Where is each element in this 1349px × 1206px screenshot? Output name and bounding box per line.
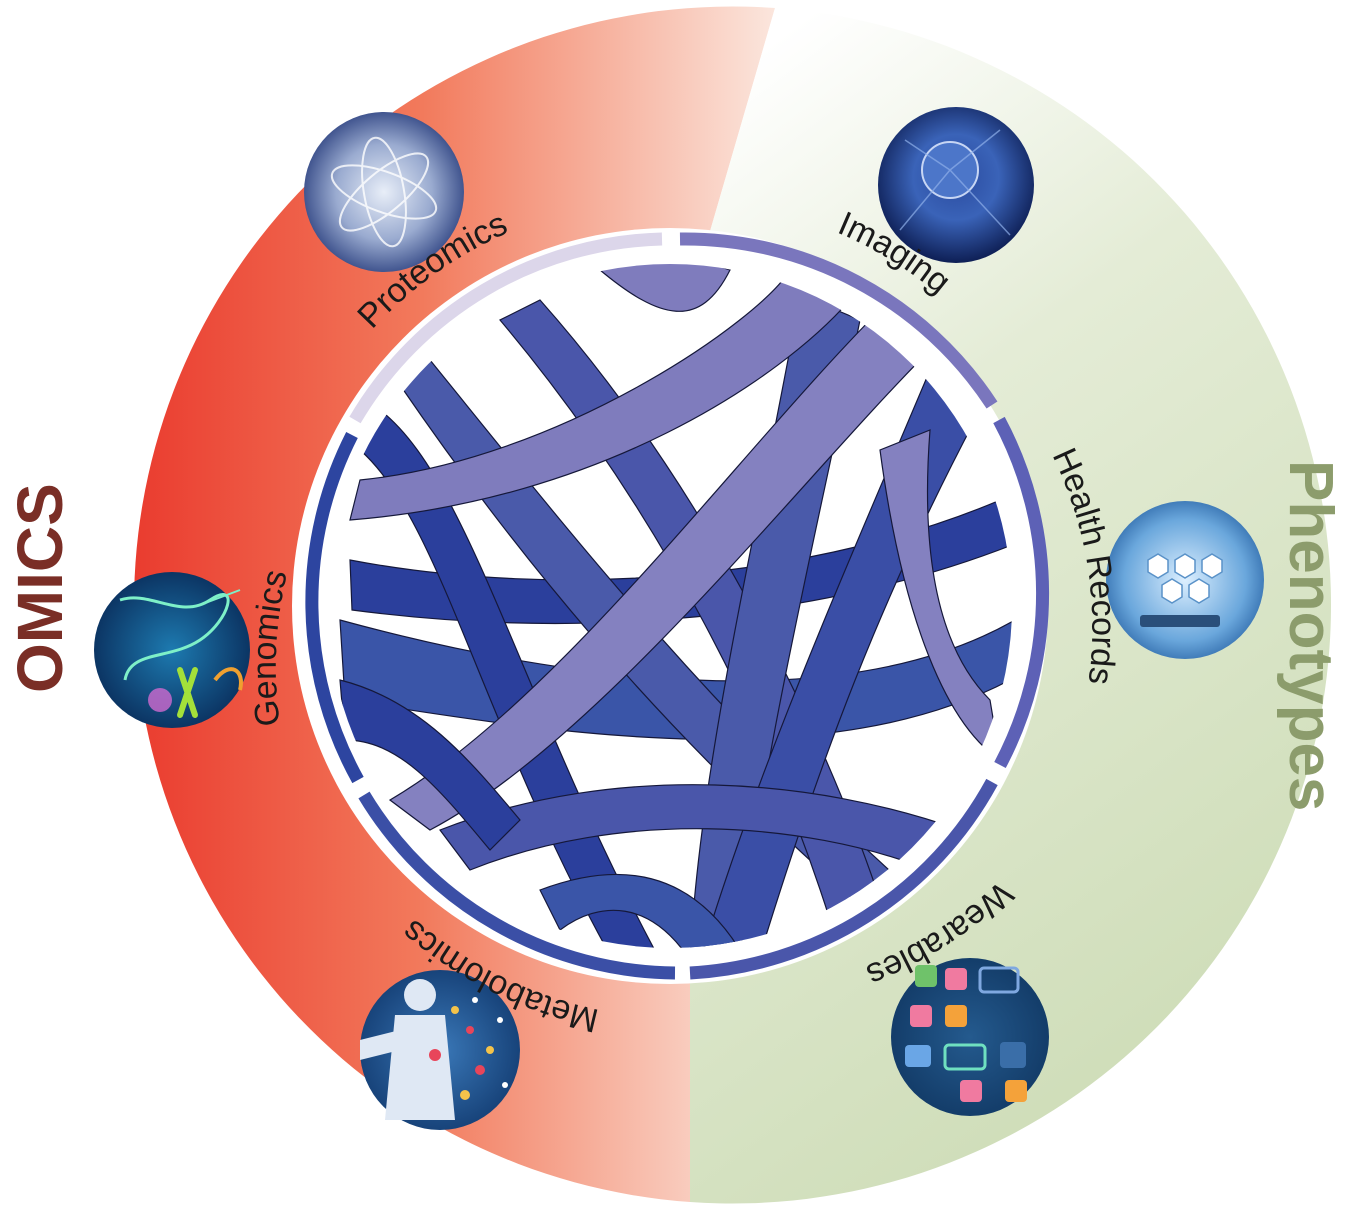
group-label-omics: OMICS bbox=[4, 483, 76, 693]
ribbon bbox=[339, 679, 521, 851]
dna-chromosome-icon bbox=[94, 572, 250, 728]
ribbon bbox=[539, 873, 741, 948]
group-label-phenotypes: Phenotypes bbox=[1276, 460, 1345, 811]
human-metabolism-icon bbox=[360, 970, 520, 1130]
digital-health-records-icon bbox=[1106, 501, 1264, 659]
segment-arcs bbox=[305, 232, 1050, 980]
chord-ribbons bbox=[339, 264, 1012, 948]
arc-genomics bbox=[305, 432, 364, 784]
cell-microscopy-icon bbox=[878, 107, 1034, 263]
arc-metabolomics bbox=[358, 791, 676, 980]
arc-health-records bbox=[993, 416, 1050, 769]
protein-network-micrograph-icon bbox=[304, 112, 464, 272]
wearable-apps-icon bbox=[891, 958, 1049, 1116]
arc-imaging bbox=[679, 232, 998, 409]
arc-proteomics bbox=[349, 232, 663, 424]
arc-wearables bbox=[689, 778, 998, 980]
